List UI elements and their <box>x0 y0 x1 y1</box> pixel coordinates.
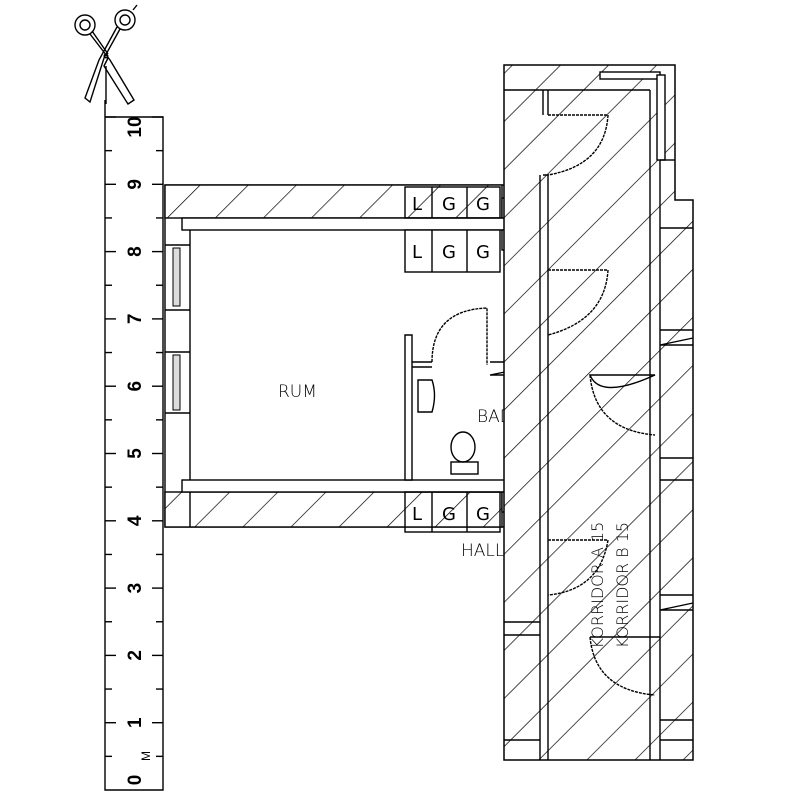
room-label-hall: HALL <box>461 541 504 561</box>
floor-slab-top <box>181 217 544 231</box>
cabinet-label: G <box>476 242 490 263</box>
ruler-label: 2 <box>125 650 146 661</box>
door-swing <box>431 307 488 365</box>
room-label-corridor-a: KORRIDOR A 15 <box>588 522 607 649</box>
ruler-label: 5 <box>125 448 146 459</box>
window <box>172 354 181 411</box>
cabinet-label: G <box>442 194 456 215</box>
scissors-icon[interactable] <box>74 4 138 105</box>
ruler-label: 9 <box>125 179 146 190</box>
cabinet-label: G <box>442 242 456 263</box>
cabinet-label: L <box>412 194 422 215</box>
corridor-block: KORRIDOR A 15 KORRIDOR B 15 <box>503 64 694 761</box>
ruler-label: 0 <box>125 775 146 786</box>
scale-ruler: 0 1 2 3 4 5 6 7 8 9 10 M <box>104 100 164 791</box>
window <box>172 247 181 307</box>
ruler-label: 10 <box>125 116 146 137</box>
cabinet-label: L <box>412 504 422 525</box>
cabinet-label: L <box>412 242 422 263</box>
hatched-wall-bottom <box>164 491 503 528</box>
room-label-rum: RUM <box>278 382 317 402</box>
floor-slab-bottom <box>181 479 544 493</box>
cabinet-label: G <box>442 504 456 525</box>
ruler-unit: M <box>139 751 153 761</box>
ruler-label: 7 <box>125 314 146 325</box>
ruler-label: 3 <box>125 583 146 594</box>
ruler-label: 6 <box>125 381 146 392</box>
hatched-wall-top <box>164 184 503 219</box>
cabinet-label: G <box>476 194 490 215</box>
room-label-corridor-b: KORRIDOR B 15 <box>613 522 632 648</box>
ruler-label: 8 <box>125 246 146 257</box>
cabinet-label: G <box>476 504 490 525</box>
ruler-label: 1 <box>125 717 146 728</box>
ruler-label: 4 <box>125 515 146 526</box>
sink-icon <box>417 379 436 413</box>
